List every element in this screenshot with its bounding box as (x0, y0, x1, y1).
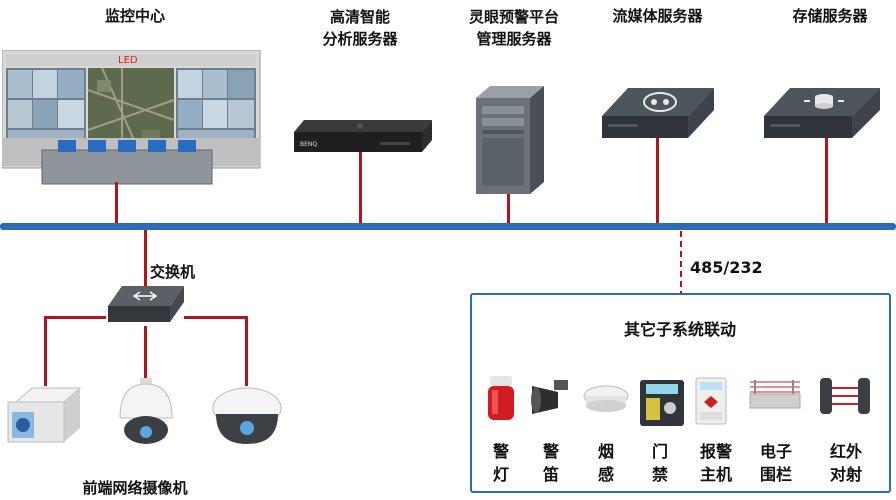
dome-camera-icon (212, 387, 282, 444)
siren-icon (530, 378, 572, 418)
access-control-icon (638, 378, 686, 428)
hd-server-line-1: 高清智能 (329, 8, 390, 26)
switch-left-link (44, 316, 106, 319)
lingyan-line-1: 灵眼预警平台 (468, 8, 559, 26)
access-label: 门禁 (651, 442, 668, 484)
hd-server-line-2: 分析服务器 (322, 30, 398, 48)
box-camera-icon (7, 387, 82, 443)
link-hd-server (359, 152, 362, 224)
storage-server-label: 存储服务器 (792, 7, 868, 25)
fence-label: 电子围栏 (759, 442, 792, 484)
infrared-label: 红外对射 (829, 442, 862, 484)
stream-server-device (598, 86, 716, 146)
video-wall-graphic: LED (1, 49, 261, 185)
lingyan-server-device (470, 84, 550, 196)
link-lingyan (507, 194, 510, 224)
video-wall: LED (1, 49, 262, 185)
switch-label: 交换机 (150, 263, 196, 281)
electric-fence-icon (746, 378, 804, 412)
lingyan-server-label: 灵眼预警平台 管理服务器 (449, 6, 579, 50)
monitor-center-label: 监控中心 (104, 7, 165, 25)
smoke-detector-icon (582, 384, 630, 416)
link-stream (656, 138, 659, 224)
subsystem-title: 其它子系统联动 (623, 320, 736, 339)
alarm-light-icon (484, 376, 518, 424)
storage-server-device (760, 86, 882, 146)
link-bus-switch (144, 230, 147, 288)
cam2-drop (144, 326, 147, 378)
alarm-host-label: 报警主机 (699, 442, 732, 484)
speed-dome-camera (114, 378, 178, 450)
dome-camera (210, 384, 284, 448)
front-cameras-label: 前端网络摄像机 (82, 479, 188, 497)
alarm-light-label: 警灯 (492, 442, 509, 484)
infrared-beam-icon (818, 376, 874, 418)
cam3-drop (245, 316, 248, 386)
stream-server-icon (602, 88, 714, 138)
hd-analysis-server-label: 高清智能 分析服务器 (300, 6, 420, 50)
serial-link (680, 231, 682, 297)
lingyan-line-2: 管理服务器 (476, 30, 552, 48)
cam1-drop (44, 316, 47, 386)
rack-server-icon: BENQ (294, 120, 432, 152)
smoke-label: 烟感 (597, 442, 614, 484)
protocol-label: 485/232 (690, 258, 763, 277)
speed-dome-icon (119, 378, 173, 444)
siren-label: 警笛 (542, 442, 559, 484)
device-brand: BENQ (300, 141, 317, 148)
switch-right-link (184, 316, 248, 319)
hd-server-device: BENQ (290, 118, 436, 158)
network-bus (0, 223, 896, 230)
led-text: LED (118, 55, 138, 66)
link-monitor (115, 182, 118, 224)
storage-server-icon (764, 88, 880, 138)
tower-server-icon (476, 86, 544, 194)
alarm-host-icon (694, 376, 728, 426)
stream-server-label: 流媒体服务器 (612, 7, 703, 25)
box-camera (6, 384, 82, 446)
switch-icon (108, 286, 184, 322)
switch-device (104, 284, 186, 328)
link-storage (825, 138, 828, 224)
